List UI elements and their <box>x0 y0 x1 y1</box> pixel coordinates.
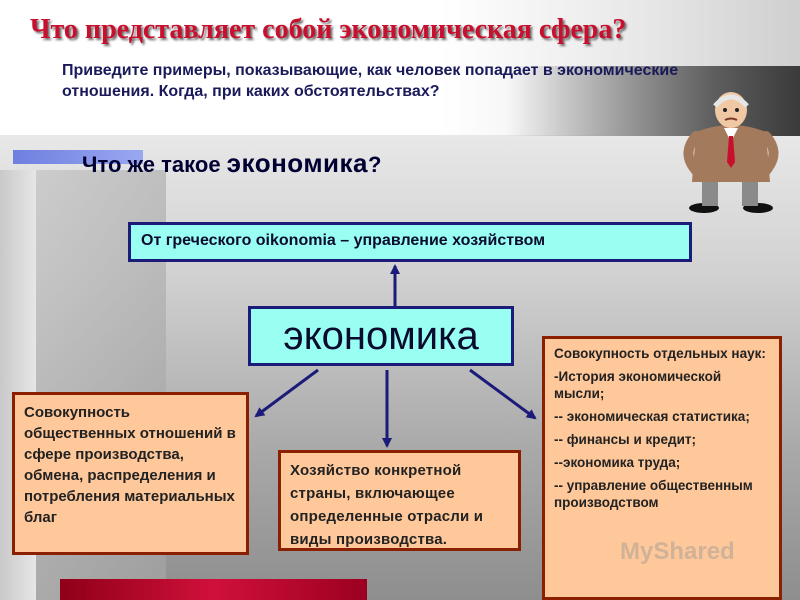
slide-subtitle: Приведите примеры, показывающие, как чел… <box>62 62 679 100</box>
sciences-item: --экономика труда; <box>554 455 681 470</box>
decorative-red-bar <box>60 579 367 600</box>
arrow-to-left-box <box>254 368 319 418</box>
sciences-item: -- финансы и кредит; <box>554 432 696 447</box>
slide-title: Что представляет собой экономическая сфе… <box>30 14 627 45</box>
sciences-heading: Совокупность отдельных наук: <box>554 346 766 361</box>
definition-social-relations-box: Совокупность общественных отношений в сф… <box>12 392 249 555</box>
arrow-to-right-box <box>469 368 537 420</box>
question-heading: Что же такое экономика? <box>82 148 502 179</box>
definition-national-economy-box: Хозяйство конкретной страны, включающее … <box>278 450 521 551</box>
watermark-text: MyShared <box>620 538 735 565</box>
sciences-item: -История экономической мысли; <box>554 369 722 401</box>
background-dark-gradient <box>68 66 800 136</box>
decorative-blue-bar <box>13 150 143 164</box>
thinking-man-figure-icon <box>683 92 779 213</box>
question-part-1: Что же такое <box>82 152 227 177</box>
sciences-item: -- управление общественным производством <box>554 478 753 510</box>
question-part-3: ? <box>368 152 382 177</box>
definition-sciences-box: Совокупность отдельных наук: -История эк… <box>542 336 782 600</box>
sciences-item: -- экономическая статистика; <box>554 409 750 424</box>
origin-definition-box: От греческого oikonomia – управление хоз… <box>128 222 692 262</box>
question-keyword: экономика <box>226 148 369 178</box>
center-economy-box: экономика <box>248 306 514 366</box>
